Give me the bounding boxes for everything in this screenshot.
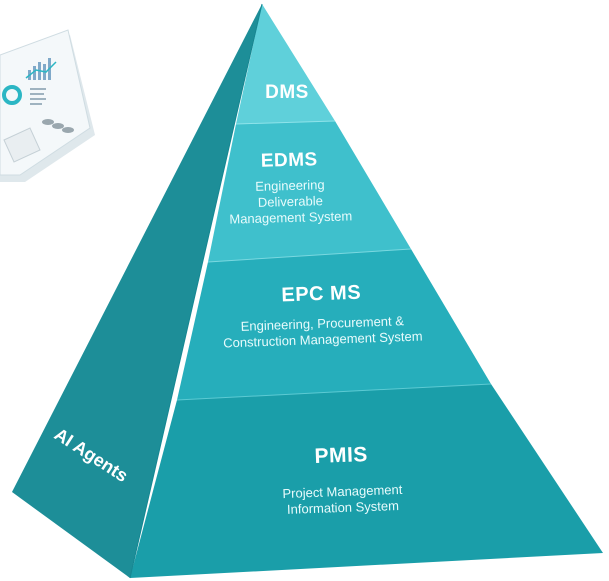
- tier-edms-title: EDMS: [260, 149, 318, 172]
- tier-dms: DMS: [242, 82, 332, 104]
- tier-edms-shape: [208, 121, 411, 262]
- tier-edms-subtitle: Engineering Deliverable Management Syste…: [229, 177, 353, 227]
- tier-edms: EDMS Engineering Deliverable Management …: [224, 148, 356, 227]
- tier-pmis-title: PMIS: [314, 443, 369, 468]
- tier-dms-shape: [236, 4, 335, 124]
- tier-epcms: EPC MS Engineering, Procurement & Constr…: [207, 279, 437, 352]
- dashboard-thumbnail-image: [0, 29, 95, 182]
- tier-pmis-subtitle: Project Management Information System: [282, 481, 403, 517]
- pyramid-side-face: [12, 4, 262, 578]
- tier-pmis-shape: [130, 384, 603, 578]
- tier-dms-title: DMS: [265, 82, 309, 103]
- tier-pmis: PMIS Project Management Information Syst…: [247, 441, 437, 520]
- tier-epcms-shape: [177, 249, 491, 400]
